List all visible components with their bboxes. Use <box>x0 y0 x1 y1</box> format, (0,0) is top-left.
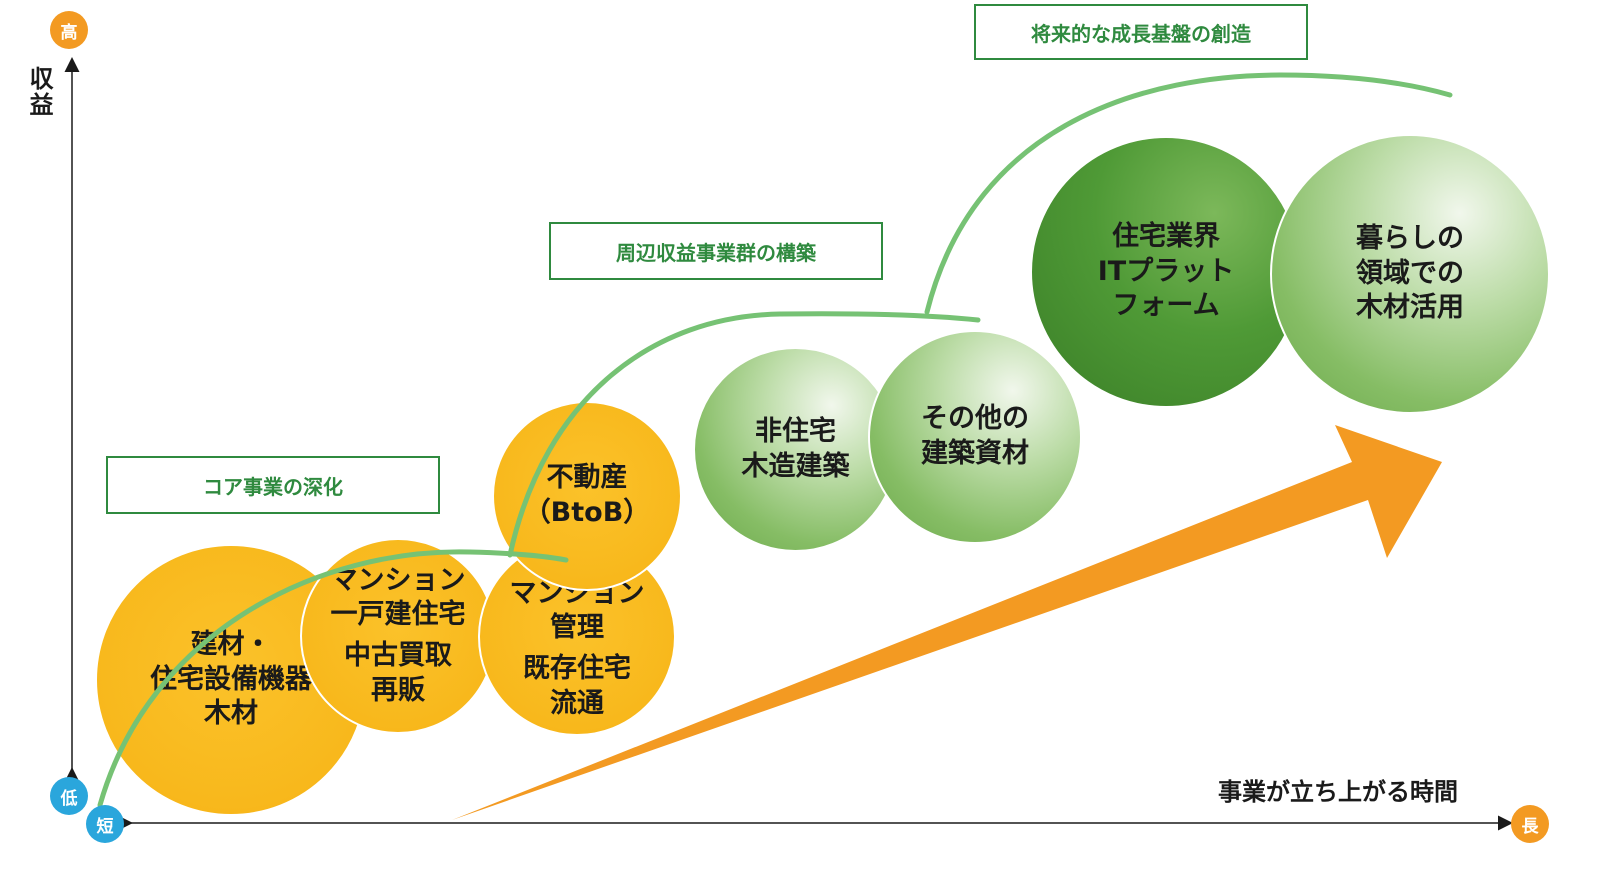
stage-label-future: 将来的な成長基盤の創造 <box>974 4 1308 60</box>
x-short-badge: 短 <box>86 805 124 843</box>
y-low-badge: 低 <box>50 777 88 815</box>
y-axis-title: 収益 <box>25 66 53 118</box>
circle-real-estate-btob: 不動産 （BtoB） <box>492 401 682 591</box>
stage-label-peripheral: 周辺収益事業群の構築 <box>549 222 883 280</box>
circle-non-residential-wood: 非住宅 木造建築 <box>693 347 898 552</box>
circle-it-platform: 住宅業界 ITプラット フォーム <box>1030 136 1302 408</box>
x-axis-title: 事業が立ち上がる時間 <box>1218 778 1458 806</box>
curve-future <box>924 72 1453 315</box>
stage-label-core: コア事業の深化 <box>106 456 440 514</box>
y-high-badge: 高 <box>50 11 88 49</box>
circle-other-materials: その他の 建築資材 <box>868 330 1082 544</box>
curve-core <box>97 549 569 808</box>
curve-peripheral <box>507 311 981 558</box>
x-long-badge: 長 <box>1511 805 1549 843</box>
circle-wood-living: 暮らしの 領域での 木材活用 <box>1270 134 1550 414</box>
